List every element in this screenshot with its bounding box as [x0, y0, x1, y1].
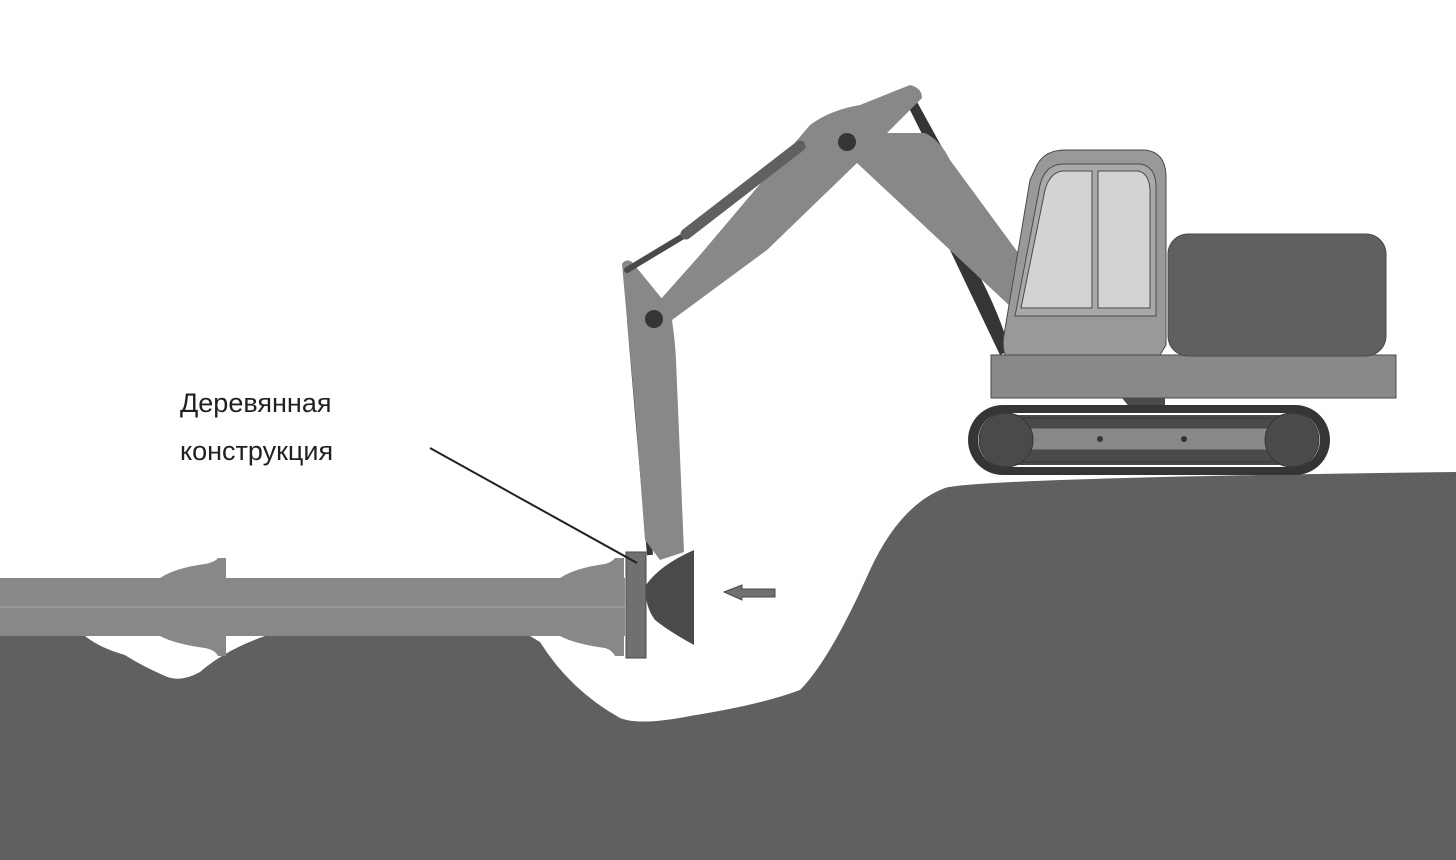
excavator-tracks — [968, 398, 1330, 475]
arrow-left-icon — [722, 584, 776, 601]
label-line-1: Деревянная — [180, 388, 332, 418]
pin — [1097, 436, 1103, 442]
label-line-2: конструкция — [180, 436, 334, 466]
pin — [645, 310, 663, 328]
pipe — [0, 558, 625, 656]
cab-window-right — [1097, 170, 1151, 309]
leader-line — [429, 447, 638, 564]
track-wheel — [1264, 412, 1320, 468]
arm-cylinder-body — [680, 140, 806, 240]
excavator-bucket — [645, 550, 694, 645]
wooden-structure — [625, 551, 647, 659]
pin — [838, 133, 856, 151]
cab-window-left — [1020, 170, 1093, 309]
excavator-stick — [622, 260, 684, 560]
boom-support — [950, 250, 1010, 355]
excavator-platform — [990, 354, 1397, 399]
track-wheel — [978, 412, 1034, 468]
engine-housing — [1167, 233, 1387, 357]
arm-cylinder-rod — [624, 229, 693, 273]
ground — [0, 472, 1456, 860]
excavator-boom — [660, 85, 1022, 320]
pin — [1181, 436, 1187, 442]
